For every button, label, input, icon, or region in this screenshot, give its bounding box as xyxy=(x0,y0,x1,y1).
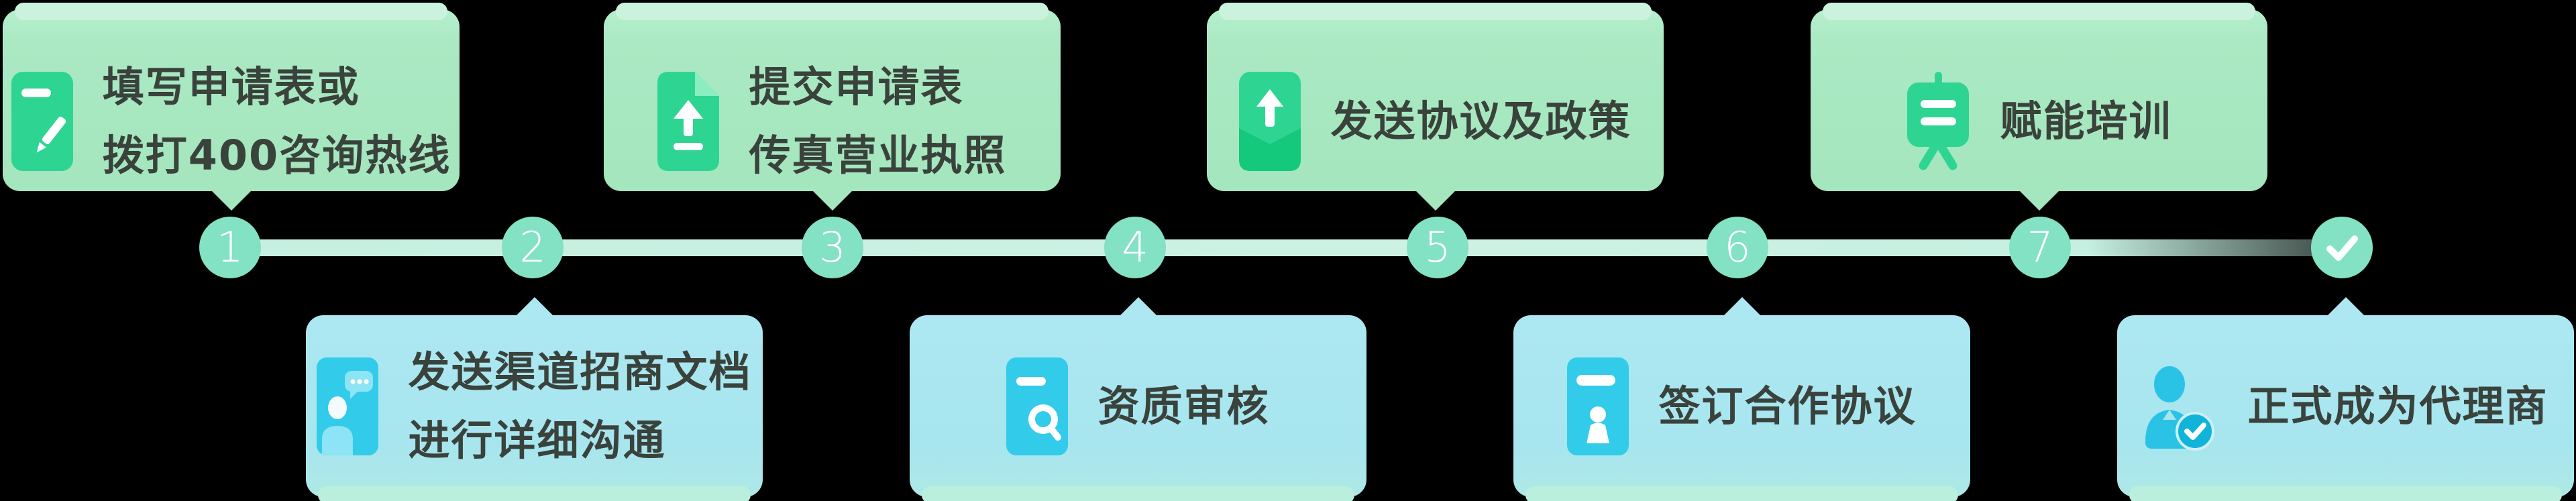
step-marker-done xyxy=(2311,217,2373,278)
step-marker-7: 7 xyxy=(2009,217,2071,278)
step-label: 资质审核 xyxy=(1097,372,1269,441)
step-number: 2 xyxy=(519,223,546,272)
step-label: 提交申请表 传真营业执照 xyxy=(749,53,1006,190)
label-line: 填写申请表或 xyxy=(102,62,360,111)
step-label: 正式成为代理商 xyxy=(2247,372,2548,441)
step-label: 发送协议及政策 xyxy=(1330,87,1631,156)
step-label: 填写申请表或 拨打400咨询热线 xyxy=(103,53,451,190)
step-number: 5 xyxy=(1424,223,1451,272)
contact-chat-icon xyxy=(317,357,379,455)
step-marker-1: 1 xyxy=(199,217,261,278)
step-label: 签订合作协议 xyxy=(1658,372,1916,441)
step-number: 4 xyxy=(1122,223,1148,272)
step-marker-5: 5 xyxy=(1407,217,1468,278)
timeline-connector xyxy=(230,239,2342,256)
label-line: 提交申请表 xyxy=(749,62,964,111)
step-number: 3 xyxy=(819,223,846,272)
step-number: 6 xyxy=(1724,223,1751,272)
upload-document-icon xyxy=(657,71,720,171)
send-envelope-icon xyxy=(1239,71,1301,171)
label-line: 传真营业执照 xyxy=(749,130,1007,180)
step-card-6: 签订合作协议 xyxy=(1513,315,1970,501)
agent-check-icon xyxy=(2143,361,2218,451)
step-label: 发送渠道招商文档 进行详细沟通 xyxy=(408,338,751,475)
label-line: 进行详细沟通 xyxy=(408,415,666,465)
step-marker-2: 2 xyxy=(502,217,564,278)
step-number: 7 xyxy=(2027,223,2053,272)
step-card-8: 正式成为代理商 xyxy=(2117,315,2574,501)
step-card-3: 提交申请表 传真营业执照 xyxy=(604,3,1061,191)
label-line: 资质审核 xyxy=(1097,381,1270,431)
step-card-2: 发送渠道招商文档 进行详细沟通 xyxy=(306,315,763,501)
checkmark-icon xyxy=(2324,230,2359,265)
step-label: 赋能培训 xyxy=(2000,87,2171,156)
label-line: 拨打400咨询热线 xyxy=(102,130,451,180)
step-card-1: 填写申请表或 拨打400咨询热线 xyxy=(3,3,460,191)
step-marker-4: 4 xyxy=(1104,217,1166,278)
form-pencil-icon xyxy=(11,71,73,171)
step-marker-3: 3 xyxy=(802,217,863,278)
step-card-5: 发送协议及政策 xyxy=(1207,3,1664,191)
step-card-4: 资质审核 xyxy=(910,315,1366,501)
document-search-icon xyxy=(1006,357,1069,455)
label-line: 发送渠道招商文档 xyxy=(408,347,752,396)
contract-sign-icon xyxy=(1567,357,1629,455)
label-line: 签订合作协议 xyxy=(1658,381,1917,431)
label-line: 发送协议及政策 xyxy=(1330,96,1631,146)
training-board-icon xyxy=(1906,71,1970,171)
step-marker-6: 6 xyxy=(1707,217,1768,278)
label-line: 赋能培训 xyxy=(2000,96,2172,146)
step-card-7: 赋能培训 xyxy=(1811,3,2267,191)
label-line: 正式成为代理商 xyxy=(2247,381,2548,431)
step-number: 1 xyxy=(217,223,244,272)
